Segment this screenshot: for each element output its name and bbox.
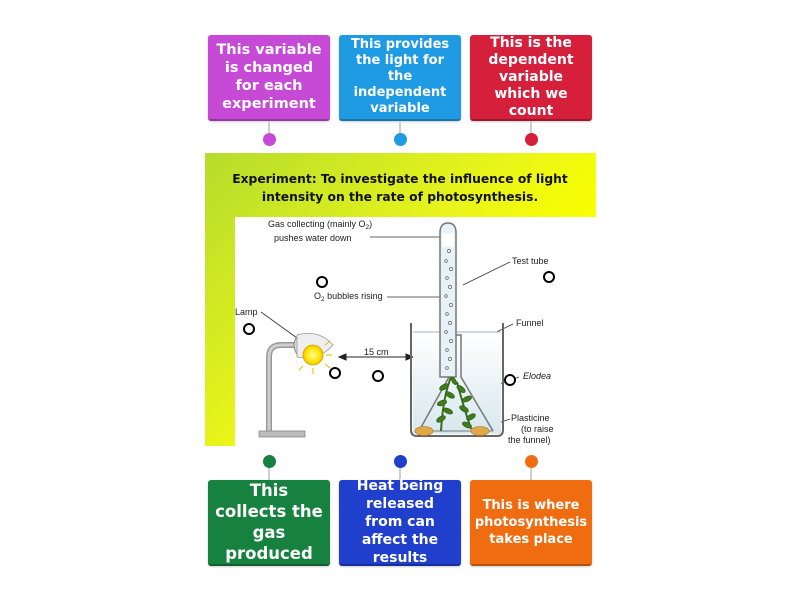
card-dependent-variable[interactable]: This is the dependent variable which we … [470,35,592,121]
label-funnel: Funnel [516,318,544,328]
card-text: This collects the gas produced [215,481,323,563]
pin-dot [394,455,407,468]
title-line-2: intensity on the rate of photosynthesis. [261,190,539,204]
label-pushes-water: pushes water down [274,233,352,243]
label-plasticine-2: (to raise [521,424,554,434]
label-test-tube: Test tube [512,256,549,266]
label-elodea: Elodea [523,371,551,381]
experiment-title: Experiment: To investigate the influence… [0,170,800,206]
label-plasticine: Plasticine [511,413,550,423]
drop-target-marker[interactable] [243,323,255,335]
drop-target-marker[interactable] [543,271,555,283]
card-text: This variable is changed for each experi… [216,42,322,112]
title-line-1: Experiment: To investigate the influence… [232,172,568,186]
drop-target-marker[interactable] [372,370,384,382]
card-heat-release[interactable]: Heat being released from can affect the … [339,478,461,566]
card-text: Heat being released from can affect the … [356,478,444,566]
pin-line [530,467,532,481]
drop-target-marker[interactable] [329,367,341,379]
pin-dot [394,133,407,146]
drop-target-marker[interactable] [316,276,328,288]
pin-line [268,467,270,481]
pin-line [399,121,401,135]
drop-target-marker[interactable] [504,374,516,386]
card-text: This provides the light for the independ… [350,37,450,116]
pin-line [268,121,270,135]
pin-dot [263,455,276,468]
card-text: This is the dependent variable which we … [488,34,574,119]
label-plasticine-3: the funnel) [508,435,551,445]
label-o2-bubbles: O2 bubbles rising [314,291,383,303]
card-light-source[interactable]: This provides the light for the independ… [339,35,461,121]
experiment-diagram: Gas collecting (mainly O2) pushes water … [235,217,596,446]
label-distance: 15 cm [364,347,389,357]
card-independent-variable[interactable]: This variable is changed for each experi… [208,35,330,121]
card-gas-collection[interactable]: This collects the gas produced [208,480,330,566]
card-photosynthesis-site[interactable]: This is where photosynthesis takes place [470,480,592,566]
label-lamp: Lamp [235,307,258,317]
pin-line [530,121,532,135]
label-gas-collecting: Gas collecting (mainly O2) [268,219,372,231]
pin-dot [263,133,276,146]
pin-dot [525,455,538,468]
pin-line [399,467,401,481]
pin-dot [525,133,538,146]
card-text: This is where photosynthesis takes place [474,497,588,547]
